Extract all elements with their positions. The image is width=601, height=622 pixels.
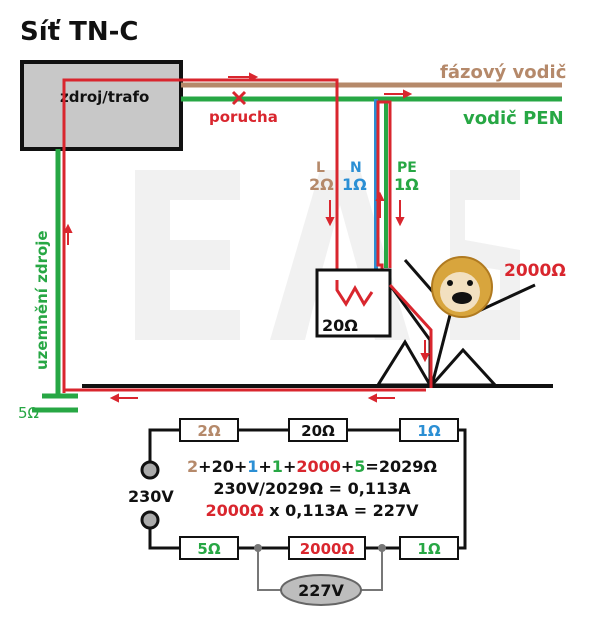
load-resistance: 20Ω — [322, 316, 358, 335]
resistor-top-2 — [288, 418, 348, 442]
load-zigzag — [335, 280, 374, 307]
top-resistor-2-value: 20Ω — [301, 422, 335, 440]
resistor-top-3 — [399, 418, 459, 442]
fault-marker-icon — [231, 90, 247, 106]
source-voltage: 230V — [128, 487, 174, 506]
l-wire-resistance: 2Ω — [309, 175, 334, 194]
pe-wire-name: PE — [397, 160, 417, 176]
n-wire-name: N — [350, 160, 362, 176]
meter-reading: 227V — [298, 581, 344, 600]
top-resistor-3-value: 1Ω — [417, 422, 440, 440]
fault-label: porucha — [209, 108, 278, 126]
source-label: zdroj/trafo — [60, 88, 149, 106]
person-figure — [375, 256, 536, 388]
resistor-bottom-1 — [179, 536, 239, 560]
bottom-resistor-3-value: 1Ω — [417, 540, 440, 558]
voltage-terminal-bottom — [140, 510, 160, 530]
bottom-resistor-1-value: 5Ω — [197, 540, 220, 558]
bottom-resistor-2-value: 2000Ω — [300, 540, 355, 558]
current-arrows — [63, 72, 430, 403]
page-title: Síť TN-C — [20, 17, 139, 47]
top-resistor-1-value: 2Ω — [197, 422, 220, 440]
resistor-bottom-3 — [399, 536, 459, 560]
equivalent-circuit — [140, 418, 467, 606]
phase-wire-label: fázový vodič — [440, 62, 566, 83]
voltmeter — [280, 574, 362, 606]
equation-total-resistance: 2+20+1+1+2000+5=2029Ω — [187, 457, 437, 476]
source-earth-resistance: 5Ω — [18, 404, 39, 422]
n-wire-resistance: 1Ω — [342, 175, 367, 194]
source-box — [20, 60, 183, 151]
pen-wire-label: vodič PEN — [463, 108, 564, 129]
body-resistance: 2000Ω — [504, 261, 566, 281]
equation-current: 230V/2029Ω = 0,113A — [213, 479, 411, 498]
load-box — [315, 268, 392, 338]
equation-touch-voltage: 2000Ω x 0,113A = 227V — [206, 501, 420, 520]
source-earth-label: uzemnění zdroje — [33, 230, 51, 370]
resistor-bottom-2 — [288, 536, 366, 560]
l-wire-name: L — [316, 160, 325, 176]
voltage-terminal-top — [140, 460, 160, 480]
pe-wire-resistance: 1Ω — [394, 175, 419, 194]
resistor-top-1 — [179, 418, 239, 442]
